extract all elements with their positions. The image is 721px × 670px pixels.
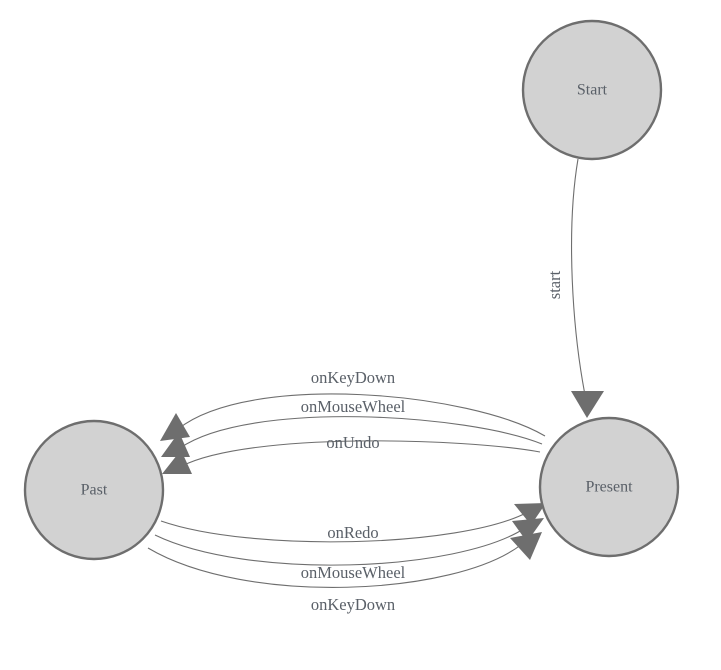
edge-present-to-past-undo[interactable] bbox=[162, 440, 541, 474]
edge-path-present-to-past-mousewheel bbox=[179, 416, 543, 449]
node-start[interactable]: Start bbox=[521, 19, 663, 161]
node-past-label: Past bbox=[81, 482, 108, 499]
edge-label-past-to-present-mousewheel: onMouseWheel bbox=[301, 563, 406, 582]
node-past-circle bbox=[23, 419, 165, 561]
arrowhead-present-to-past-mousewheel bbox=[161, 432, 190, 457]
edge-label-start: start bbox=[545, 270, 564, 299]
edge-label-present-to-past-undo: onUndo bbox=[326, 433, 379, 452]
edge-path-past-to-present-mousewheel bbox=[154, 527, 526, 566]
node-present-circle bbox=[538, 416, 680, 558]
arrowhead-past-to-present-keydown bbox=[510, 532, 542, 560]
node-start-label: Start bbox=[577, 82, 608, 99]
edge-label-past-to-present-redo: onRedo bbox=[327, 523, 378, 542]
edge-label-group: start onKeyDown onMouseWheel onUndo onRe… bbox=[301, 270, 564, 614]
edge-path-past-to-present-redo bbox=[160, 511, 529, 543]
arrowhead-start-to-present bbox=[571, 391, 604, 418]
edge-path-present-to-past-undo bbox=[181, 440, 541, 467]
edge-path-start bbox=[571, 158, 587, 401]
node-past[interactable]: Past bbox=[23, 419, 165, 561]
edge-path-past-to-present-keydown bbox=[147, 543, 523, 588]
edge-label-present-to-past-mousewheel: onMouseWheel bbox=[301, 397, 406, 416]
node-present-label: Present bbox=[585, 479, 633, 496]
edge-label-present-to-past-keydown: onKeyDown bbox=[311, 368, 395, 387]
edge-past-to-present-mousewheel[interactable] bbox=[154, 518, 544, 566]
node-start-circle bbox=[521, 19, 663, 161]
arrowhead-present-to-past-undo bbox=[162, 450, 192, 474]
edge-present-to-past-keydown[interactable] bbox=[160, 393, 546, 441]
node-group: Start Past Present bbox=[23, 19, 680, 561]
edge-past-to-present-keydown[interactable] bbox=[147, 532, 542, 588]
edge-past-to-present-redo[interactable] bbox=[160, 503, 546, 543]
edge-start-to-present[interactable] bbox=[571, 158, 604, 418]
arrowhead-past-to-present-redo bbox=[514, 503, 546, 525]
edge-present-to-past-mousewheel[interactable] bbox=[161, 416, 543, 457]
node-present[interactable]: Present bbox=[538, 416, 680, 558]
edge-path-present-to-past-keydown bbox=[177, 393, 546, 437]
arrowhead-present-to-past-keydown bbox=[160, 413, 190, 441]
arrowhead-past-to-present-mousewheel bbox=[512, 518, 544, 542]
edge-group bbox=[147, 158, 604, 588]
edge-label-past-to-present-keydown: onKeyDown bbox=[311, 595, 395, 614]
